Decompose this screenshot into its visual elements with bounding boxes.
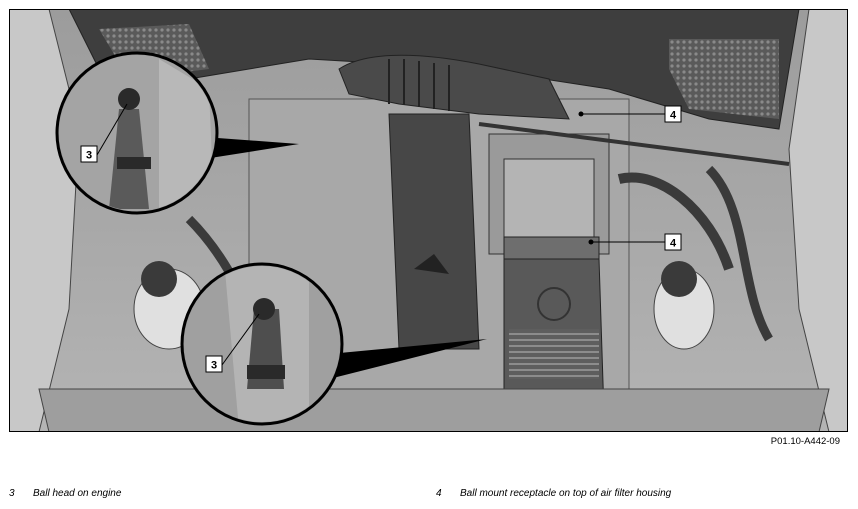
magnifier-2 [180, 262, 344, 426]
intake-hose [338, 54, 570, 120]
legend-item-3: 3 Ball head on engine [9, 488, 121, 499]
svg-text:3: 3 [86, 150, 92, 162]
figure-reference-code: P01.10-A442-09 [770, 436, 840, 447]
legend-number: 3 [9, 488, 15, 499]
right-fender [788, 9, 848, 432]
legend-text: Ball mount receptacle on top of air filt… [460, 488, 672, 499]
magnifier-1 [55, 51, 219, 215]
engine-compartment-illustration: 3 3 4 4 [9, 9, 848, 432]
center-cover [388, 113, 480, 350]
callout-4-top: 4 [664, 105, 682, 123]
magnifier-1-pointer [204, 137, 299, 159]
ball-head-icon [253, 298, 275, 320]
legend-number: 4 [436, 488, 442, 499]
callout-3-bottom: 3 [205, 355, 223, 373]
callout-4-bottom: 4 [664, 233, 682, 251]
legend-item-4: 4 Ball mount receptacle on top of air fil… [436, 488, 671, 499]
right-grille [669, 39, 779, 119]
legend: 3 Ball head on engine 4 Ball mount recepta… [0, 488, 858, 504]
callout-3-top: 3 [80, 145, 98, 163]
svg-text:4: 4 [670, 238, 677, 250]
ball-head-icon [118, 88, 140, 110]
svg-text:4: 4 [670, 110, 677, 122]
svg-text:3: 3 [211, 360, 217, 372]
front-crossmember [38, 388, 830, 432]
magnifier-2-pointer [329, 339, 487, 379]
legend-text: Ball head on engine [33, 488, 122, 499]
